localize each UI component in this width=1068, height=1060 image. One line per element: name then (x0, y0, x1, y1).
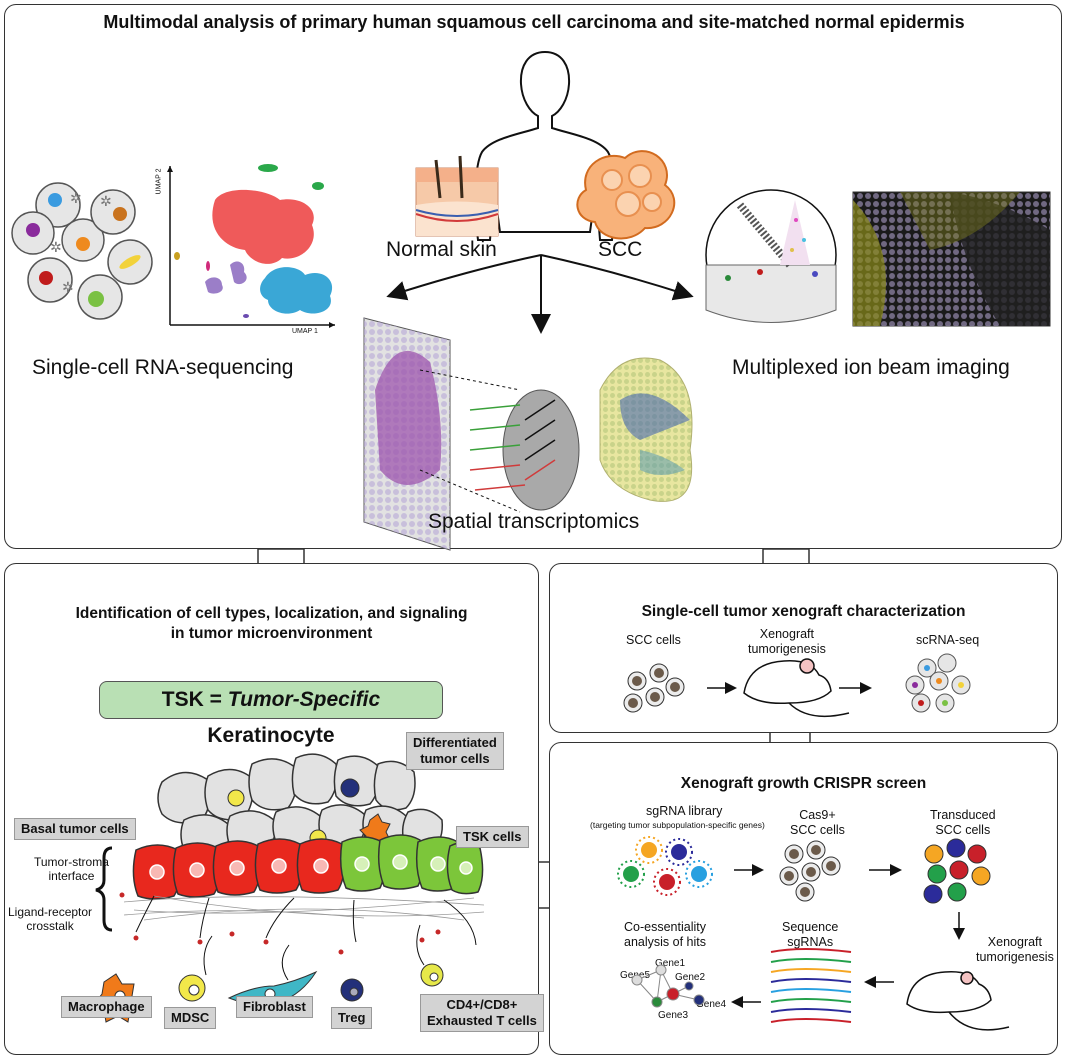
umap-cluster-blue (260, 267, 333, 314)
tcells-tag: CD4+/CD8+Exhausted T cells (420, 994, 544, 1032)
seq-line2: sgRNAs (787, 935, 834, 949)
tsk-italic: Tumor-Specific (227, 688, 381, 711)
tcells-line2: Exhausted T cells (427, 1013, 537, 1028)
tcells-line1: CD4+/CD8+ (446, 997, 518, 1012)
differentiated-line2: tumor cells (420, 751, 490, 766)
single-cell-dishes (11, 182, 153, 320)
left-title-line1: Identification of cell types, localizati… (75, 605, 468, 622)
sgrna-library-icons (617, 836, 713, 896)
tsk-prefix: TSK = (161, 688, 228, 711)
scc-label: SCC (598, 238, 643, 261)
mouse-icon (743, 658, 850, 718)
gene2-label: Gene2 (675, 972, 706, 983)
trans-line2: SCC cells (935, 823, 991, 837)
umap-plot (167, 164, 335, 328)
ligand-line2: crosstalk (26, 919, 74, 933)
interface-line2: interface (48, 869, 95, 883)
crispr-xeno-line1: Xenograft (987, 935, 1043, 949)
seq-line1: Sequence (782, 920, 839, 934)
spatial-slide (363, 317, 693, 551)
trans-line1: Transduced (930, 808, 996, 822)
xenograft-title: Single-cell tumor xenograft characteriza… (641, 603, 966, 620)
treg-tag: Treg (331, 1007, 373, 1029)
main-title: Multimodal analysis of primary human squ… (103, 12, 965, 32)
xenograft-illustration (623, 653, 971, 718)
scc-tumor-icon (576, 150, 676, 240)
crosstalk-brace (95, 846, 113, 932)
scrnaseq-label: Single-cell RNA-sequencing (32, 356, 294, 379)
macrophage-tag: Macrophage (61, 996, 152, 1018)
sgrna-sub-label: (targeting tumor subpopulation-specific … (590, 820, 765, 830)
differentiated-line1: Differentiated (413, 735, 497, 750)
ligand-dots (119, 892, 441, 955)
xeno-line1: Xenograft (759, 627, 815, 641)
tsk-suffix: Keratinocyte (207, 724, 335, 747)
normal-skin-icon (415, 155, 499, 237)
umap-cluster-red (212, 189, 314, 264)
basal-tag: Basal tumor cells (14, 818, 136, 840)
spatial-label: Spatial transcriptomics (428, 510, 640, 533)
crispr-mouse-icon (906, 971, 1010, 1031)
sgrna-label: sgRNA library (646, 804, 723, 818)
gene-network (631, 964, 705, 1008)
mibi-image (852, 191, 1051, 327)
svg-text:✲: ✲ (70, 190, 82, 206)
interface-line1: Tumor-stroma (34, 855, 109, 869)
crispr-xeno-line2: tumorigenesis (976, 950, 1054, 964)
sequence-reads (770, 948, 852, 1023)
gene3-label: Gene3 (658, 1010, 689, 1021)
scc-cells-label: SCC cells (626, 633, 681, 647)
left-title-line2: in tumor microenvironment (170, 625, 373, 642)
single-cell-contents: ✲ ✲ ✲ ✲ (26, 190, 141, 307)
normal-skin-label: Normal skin (386, 238, 497, 261)
cas9-line2: SCC cells (790, 823, 845, 837)
xeno-line2: tumorigenesis (748, 642, 826, 656)
fibroblast-tag: Fibroblast (236, 996, 313, 1018)
top-illustrations: ✲ ✲ ✲ ✲ (11, 50, 1051, 551)
tumor-microenvironment-illustration (93, 753, 485, 1023)
cas9-line1: Cas9+ (799, 808, 836, 822)
svg-text:✲: ✲ (100, 193, 112, 209)
crispr-title: Xenograft growth CRISPR screen (680, 775, 927, 792)
umap-y-label: UMAP 2 (155, 168, 163, 195)
gene1-label: Gene1 (655, 958, 686, 969)
tsk-definition-box: TSK = Tumor-Specific Keratinocyte (99, 681, 443, 747)
ligand-line1: Ligand-receptor (8, 905, 93, 919)
umap-x-label: UMAP 1 (292, 328, 318, 335)
branch-arrows (386, 254, 694, 334)
basal-tumor-cells (132, 838, 345, 900)
mdsc-tag: MDSC (164, 1007, 217, 1029)
tsk-cells-tag: TSK cells (456, 826, 529, 848)
coess-line1: Co-essentiality (624, 920, 706, 934)
signaling-arrows (135, 895, 477, 981)
crispr-illustration (617, 836, 1010, 1031)
coess-line2: analysis of hits (624, 935, 706, 949)
mibi-illustration (705, 189, 837, 323)
svg-text:✲: ✲ (62, 279, 74, 295)
svg-text:✲: ✲ (50, 239, 62, 255)
human-silhouette-icon (474, 50, 616, 241)
gene4-label: Gene4 (696, 999, 727, 1010)
cas9-label: Cas9+SCC cells (790, 808, 845, 838)
stroma-fibers (123, 895, 485, 921)
mibi-label: Multiplexed ion beam imaging (732, 356, 1010, 379)
scrnaseq-small-label: scRNA-seq (916, 633, 980, 647)
